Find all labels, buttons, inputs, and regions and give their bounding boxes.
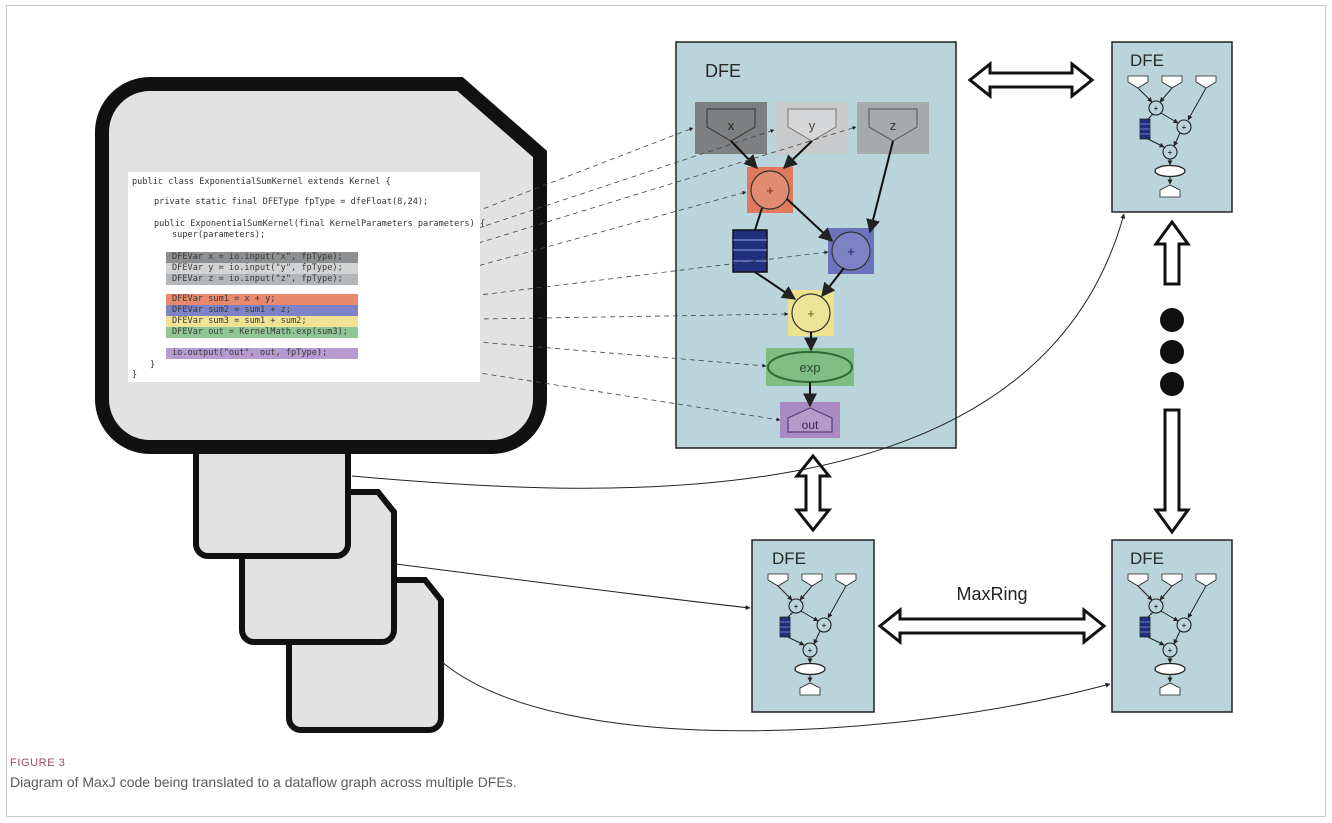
code-line-class: public class ExponentialSumKernel extend… bbox=[132, 177, 391, 187]
ellipsis-dot-3 bbox=[1160, 372, 1184, 396]
code-line-close-inner: } bbox=[150, 360, 156, 370]
dfe-top-right-box bbox=[1111, 41, 1233, 213]
sheet-link-bottom-left bbox=[395, 563, 751, 610]
link-arrow-vertical-upper bbox=[1153, 219, 1191, 286]
node-y-label: y bbox=[809, 118, 816, 133]
code-line-y: DFEVar y = io.input("y", fpType); bbox=[166, 263, 358, 274]
node-x-label: x bbox=[728, 118, 735, 133]
fifo-buffer bbox=[732, 229, 768, 273]
link-arrow-vertical-left bbox=[793, 453, 833, 533]
code-line-close-outer: } bbox=[132, 370, 138, 380]
node-add2-label: + bbox=[847, 244, 855, 259]
dfe-main-title: DFE bbox=[705, 61, 741, 81]
code-line-super: super(parameters); bbox=[172, 230, 266, 240]
node-out-label: out bbox=[802, 418, 819, 432]
link-arrow-top bbox=[967, 60, 1095, 100]
node-z-label: z bbox=[890, 118, 897, 133]
ellipsis-dot-2 bbox=[1160, 340, 1184, 364]
code-line-output: io.output("out", out, fpType); bbox=[166, 348, 358, 359]
dfe-bottom-right-title: DFE bbox=[1130, 549, 1164, 568]
figure-frame bbox=[6, 5, 1326, 817]
node-add1 bbox=[750, 170, 790, 210]
link-arrow-vertical-lower bbox=[1153, 408, 1191, 535]
node-add2 bbox=[831, 231, 871, 271]
code-line-sum3: DFEVar sum3 = sum1 + sum2; bbox=[166, 316, 358, 327]
maxring-arrow bbox=[877, 606, 1107, 646]
maxring-label: MaxRing bbox=[956, 584, 1027, 604]
figure-caption: Diagram of MaxJ code being translated to… bbox=[10, 774, 517, 790]
dfe-bottom-left-title: DFE bbox=[772, 549, 806, 568]
node-add3-label: + bbox=[807, 306, 815, 321]
dfe-bottom-left-box bbox=[751, 539, 875, 713]
node-out bbox=[787, 407, 833, 433]
node-exp-label: exp bbox=[800, 360, 821, 375]
ellipsis-dot-1 bbox=[1160, 308, 1184, 332]
code-line-sum1: DFEVar sum1 = x + y; bbox=[166, 294, 358, 305]
code-line-out: DFEVar out = KernelMath.exp(sum3); bbox=[166, 327, 358, 338]
code-line-z: DFEVar z = io.input("z", fpType); bbox=[166, 274, 358, 285]
code-line-x: DFEVar x = io.input("x", fpType); bbox=[166, 252, 358, 263]
dfe-top-right-title: DFE bbox=[1130, 51, 1164, 70]
dfe-bottom-right-box bbox=[1111, 539, 1233, 713]
code-listing: public class ExponentialSumKernel extend… bbox=[128, 172, 485, 382]
code-line-constructor: public ExponentialSumKernel(final Kernel… bbox=[154, 219, 486, 229]
code-line-sum2: DFEVar sum2 = sum1 + z; bbox=[166, 305, 358, 316]
node-add1-label: + bbox=[766, 183, 774, 198]
code-line-type: private static final DFEType fpType = df… bbox=[154, 197, 429, 207]
figure-label: FIGURE 3 bbox=[10, 757, 66, 769]
sheet-link-bottom-right bbox=[441, 661, 1111, 732]
sheet-link-top-right bbox=[351, 213, 1126, 489]
